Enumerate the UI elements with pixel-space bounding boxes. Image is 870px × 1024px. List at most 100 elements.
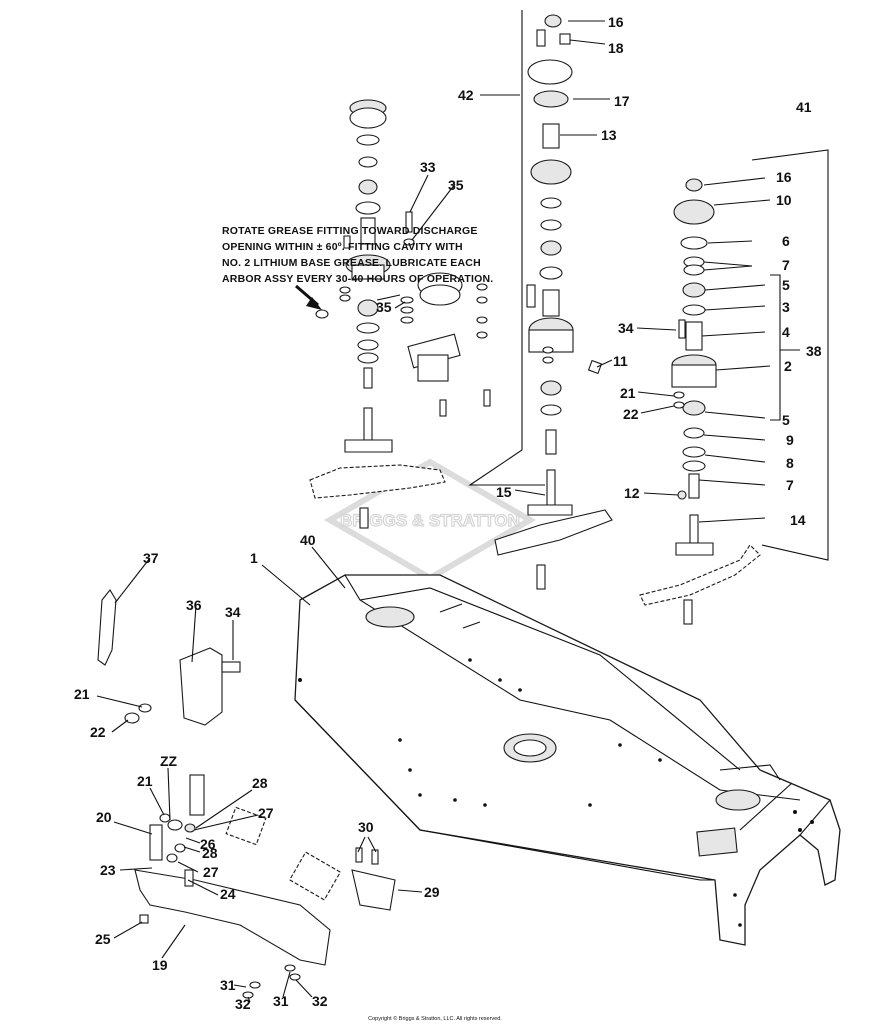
- callout-label: 12: [624, 485, 640, 501]
- arm-19: [134, 869, 331, 966]
- callout-label: 36: [186, 597, 202, 613]
- callout-label: 11: [613, 353, 628, 369]
- callout-label: 15: [496, 484, 512, 500]
- callout-label: 20: [96, 809, 112, 825]
- leader-lines: [96, 10, 829, 1003]
- callout-label: 28: [252, 775, 268, 791]
- bearing-left-upper: [358, 179, 378, 195]
- shaft-left: [363, 367, 373, 389]
- callout-label: 16: [608, 14, 624, 30]
- note-line-1: ROTATE GREASE FITTING TOWARD DISCHARGE: [222, 225, 478, 237]
- callout-label: 41: [796, 99, 812, 115]
- callout-label: 7: [782, 257, 790, 273]
- callout-label: 22: [90, 724, 106, 740]
- note-line-3: NO. 2 LITHIUM BASE GREASE. LUBRICATE EAC…: [222, 257, 481, 269]
- callout-label: 29: [424, 884, 440, 900]
- watermark-text: BRIGGS & STRATTON: [340, 511, 520, 530]
- spacer-13: [542, 123, 560, 149]
- bracket-37: [97, 589, 117, 666]
- callout-label: 35: [376, 299, 392, 315]
- callout-label: 34: [618, 320, 634, 336]
- bolt-34: [678, 319, 686, 339]
- callout-label: 24: [220, 886, 236, 902]
- grease-note: ROTATE GREASE FITTING TOWARD DISCHARGE O…: [222, 225, 493, 285]
- callout-label: 19: [152, 957, 168, 973]
- callout-label: 42: [458, 87, 474, 103]
- blade-left: [309, 464, 446, 499]
- shaft-15: [546, 469, 556, 506]
- callout-label: 23: [100, 862, 116, 878]
- spindle-assembly-left: [309, 99, 491, 529]
- callout-label: 26: [200, 836, 216, 852]
- note-line-4: ARBOR ASSY EVERY 30-40 HOURS OF OPERATIO…: [222, 273, 493, 285]
- pulley-10: [673, 199, 715, 225]
- callout-label: 32: [235, 996, 251, 1012]
- callout-label: 21: [620, 385, 636, 401]
- blade-right: [639, 544, 761, 606]
- callout-label: 27: [203, 864, 219, 880]
- callout-label: 27: [258, 805, 274, 821]
- belt-idler-group: [400, 211, 491, 417]
- spindle-opening-right: [715, 789, 761, 811]
- callout-label: 40: [300, 532, 316, 548]
- nut-center: [544, 14, 562, 28]
- callout-label: 21: [137, 773, 153, 789]
- blade-center: [494, 509, 613, 556]
- callout-label: 5: [782, 412, 790, 428]
- callout-label: 6: [782, 233, 790, 249]
- callout-label: 30: [358, 819, 374, 835]
- callout-label: 31: [273, 993, 289, 1009]
- callout-label: 37: [143, 550, 159, 566]
- bracket-29: [351, 869, 396, 911]
- bearing-5-upper: [682, 282, 706, 298]
- deck-holes: [298, 658, 814, 927]
- washer-6: [680, 236, 708, 250]
- spacer-4: [685, 321, 703, 351]
- callout-label: 3: [782, 299, 790, 315]
- callout-label: 13: [601, 127, 617, 143]
- callout-label: 1: [250, 550, 258, 566]
- ring-3: [682, 304, 706, 316]
- callout-label: 28: [202, 845, 218, 861]
- callout-label: 2: [784, 358, 792, 374]
- callout-label: 18: [608, 40, 624, 56]
- callout-label: ZZ: [160, 753, 178, 769]
- callout-label: 4: [782, 324, 790, 340]
- callout-label: 33: [420, 159, 436, 175]
- washer-9: [683, 427, 705, 439]
- mower-deck: [294, 574, 841, 946]
- callout-label: 22: [623, 406, 639, 422]
- bearing-5-lower: [682, 400, 706, 416]
- copyright-text: Copyright © Briggs & Stratton, LLC. All …: [368, 1015, 502, 1022]
- callout-label: 35: [448, 177, 464, 193]
- spindle-opening-left: [365, 606, 415, 628]
- pulley-upper-center: [527, 59, 573, 85]
- callout-label: 34: [225, 604, 241, 620]
- callout-label: 32: [312, 993, 328, 1009]
- callout-label: 14: [790, 512, 806, 528]
- callout-label: 9: [786, 432, 794, 448]
- callout-label: 17: [614, 93, 630, 109]
- callout-label: 25: [95, 931, 111, 947]
- callout-labels: 16 18 42 17 13 41 16 10 6 7 5 3 4 34 2 3…: [74, 14, 822, 1012]
- callout-label: 10: [776, 192, 792, 208]
- spindle-assembly-center: [494, 14, 613, 590]
- callout-label: 31: [220, 977, 236, 993]
- shaft-14: [689, 514, 699, 544]
- nut-right: [685, 178, 703, 192]
- bolt-33: [405, 211, 413, 233]
- bushing-17: [533, 90, 569, 108]
- grease-fitting-12: [677, 490, 687, 500]
- bearing-left-lower: [357, 299, 379, 317]
- note-line-2: OPENING WITHIN ± 60º. FITTING CAVITY WIT…: [222, 241, 463, 253]
- bracket-36: [179, 647, 223, 726]
- grease-fitting-icon: [315, 309, 329, 319]
- callout-label: 5: [782, 277, 790, 293]
- blade-adapter-left: [344, 439, 393, 453]
- spindle-assembly-right: [639, 178, 761, 625]
- callout-label: 7: [786, 477, 794, 493]
- deck-decal: [696, 827, 738, 857]
- bolt-34-bracket: [221, 661, 241, 673]
- callout-label: 16: [776, 169, 792, 185]
